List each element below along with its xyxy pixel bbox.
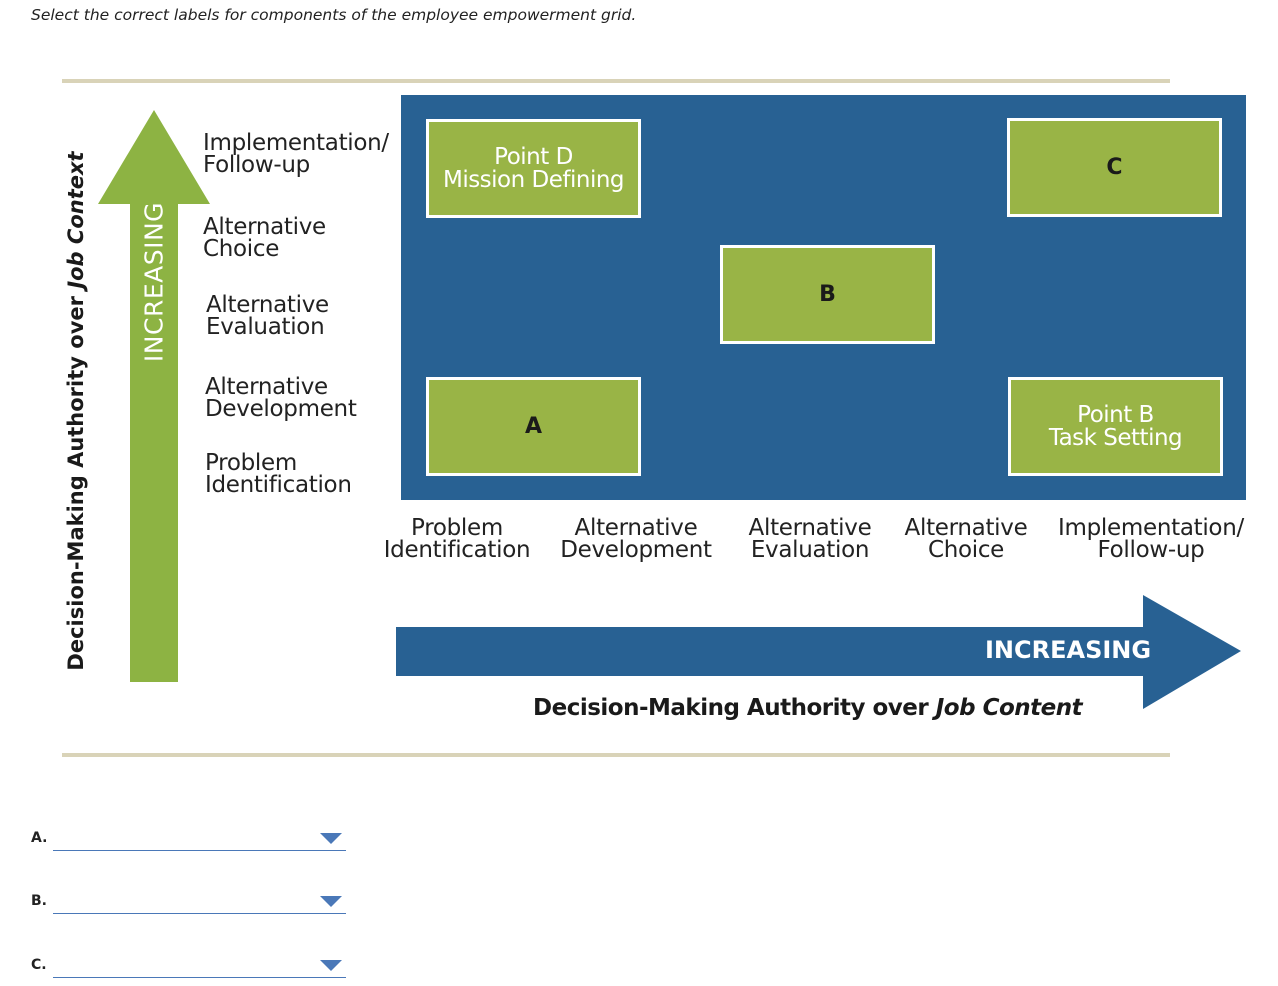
box-point-b: Point B Task Setting xyxy=(1008,377,1223,476)
answer-row-b: B. xyxy=(31,891,351,917)
box-a-label: A xyxy=(524,413,543,439)
right-arrow-label: INCREASING xyxy=(985,636,1152,664)
x-axis-title: Decision-Making Authority over Job Conte… xyxy=(533,695,1083,721)
bottom-divider xyxy=(62,753,1170,757)
y-axis-title-emphasis: Job Context xyxy=(64,151,88,289)
up-arrow xyxy=(98,110,210,682)
box-b-label: B xyxy=(819,281,836,307)
answer-a-dropdown[interactable] xyxy=(53,828,346,851)
box-point-b-title: Point B xyxy=(1077,401,1154,428)
instruction-text: Select the correct labels for components… xyxy=(31,6,637,24)
dropdown-caret-icon xyxy=(320,833,342,844)
box-b: B xyxy=(720,245,935,344)
answer-letter: C. xyxy=(31,957,47,973)
x-axis-title-prefix: Decision-Making Authority over xyxy=(533,695,936,721)
x-axis-title-emphasis: Job Content xyxy=(935,695,1083,721)
box-point-d: Point D Mission Defining xyxy=(426,119,641,218)
up-arrow-label: INCREASING xyxy=(139,201,169,363)
answer-letter: B. xyxy=(31,893,47,909)
answer-row-a: A. xyxy=(31,828,351,854)
answer-letter: A. xyxy=(31,830,48,846)
dropdown-caret-icon xyxy=(320,960,342,971)
y-axis-title: Decision-Making Authority over Job Conte… xyxy=(64,151,88,670)
box-c-label: C xyxy=(1106,154,1123,180)
answer-b-dropdown[interactable] xyxy=(53,891,346,914)
answer-row-c: C. xyxy=(31,955,351,981)
dropdown-caret-icon xyxy=(320,896,342,907)
box-point-b-subtitle: Task Setting xyxy=(1048,424,1183,451)
x-level-implementation: Implementation/Follow-up xyxy=(1058,515,1244,563)
right-arrow xyxy=(396,595,1241,709)
box-point-d-title: Point D xyxy=(494,143,573,170)
box-a: A xyxy=(426,377,641,476)
box-c: C xyxy=(1007,118,1222,217)
y-level-implementation: Implementation/Follow-up xyxy=(203,130,389,178)
top-divider xyxy=(62,79,1170,83)
y-axis-title-prefix: Decision-Making Authority over xyxy=(64,288,88,671)
box-point-d-subtitle: Mission Defining xyxy=(442,166,625,193)
answer-c-dropdown[interactable] xyxy=(53,955,346,978)
